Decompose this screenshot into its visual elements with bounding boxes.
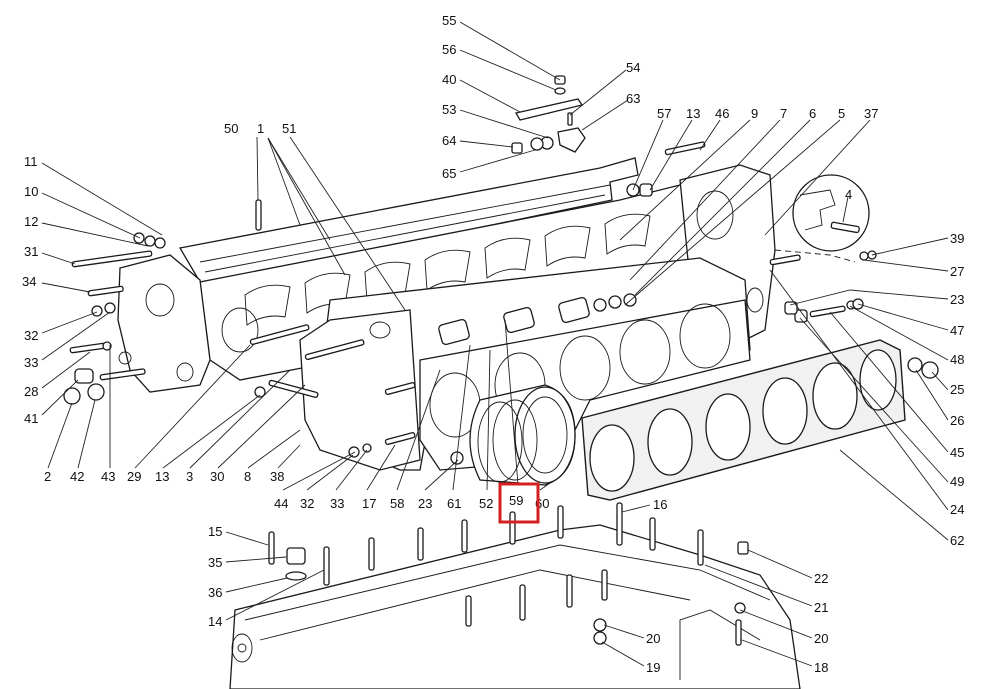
callout-6[interactable]: 6	[809, 106, 816, 121]
callout-54[interactable]: 54	[626, 60, 640, 75]
callout-57[interactable]: 57	[657, 106, 671, 121]
callout-1[interactable]: 1	[257, 121, 264, 136]
cylinder-liner	[469, 384, 576, 486]
callout-42[interactable]: 42	[70, 469, 84, 484]
callout-19[interactable]: 19	[646, 660, 660, 675]
callout-32-left[interactable]: 32	[24, 328, 38, 343]
sump-small-parts	[285, 541, 749, 645]
leader-lines	[41, 21, 949, 667]
callout-11[interactable]: 11	[24, 154, 38, 169]
callout-65[interactable]: 65	[442, 166, 456, 181]
callout-14[interactable]: 14	[208, 614, 222, 629]
callout-64[interactable]: 64	[442, 133, 456, 148]
callout-5[interactable]: 5	[838, 106, 845, 121]
callout-12[interactable]: 12	[24, 214, 38, 229]
callout-26[interactable]: 26	[950, 413, 964, 428]
callout-4[interactable]: 4	[845, 187, 852, 202]
callout-44[interactable]: 44	[274, 496, 288, 511]
callout-3[interactable]: 3	[186, 469, 193, 484]
head-gasket	[581, 339, 906, 501]
callout-59[interactable]: 59	[509, 493, 523, 508]
callout-35[interactable]: 35	[208, 555, 222, 570]
callout-34[interactable]: 34	[22, 274, 36, 289]
callout-31[interactable]: 31	[24, 244, 38, 259]
callout-17[interactable]: 17	[362, 496, 376, 511]
callout-47[interactable]: 47	[950, 323, 964, 338]
callout-37[interactable]: 37	[864, 106, 878, 121]
callout-20-left[interactable]: 20	[646, 631, 660, 646]
callout-49[interactable]: 49	[950, 474, 964, 489]
callout-41[interactable]: 41	[24, 411, 38, 426]
callout-45[interactable]: 45	[950, 445, 964, 460]
callout-40[interactable]: 40	[442, 72, 456, 87]
callout-32-bottom[interactable]: 32	[300, 496, 314, 511]
bracket-parts	[511, 75, 586, 154]
detail-inset-circle	[774, 174, 870, 263]
callout-13-bottom[interactable]: 13	[155, 469, 169, 484]
callout-48[interactable]: 48	[950, 352, 964, 367]
callout-18[interactable]: 18	[814, 660, 828, 675]
callout-7[interactable]: 7	[780, 106, 787, 121]
callout-63[interactable]: 63	[626, 91, 640, 106]
callout-22[interactable]: 22	[814, 571, 828, 586]
callout-9[interactable]: 9	[751, 106, 758, 121]
callout-50[interactable]: 50	[224, 121, 238, 136]
callout-39[interactable]: 39	[950, 231, 964, 246]
callout-13-top[interactable]: 13	[686, 106, 700, 121]
callout-23-right[interactable]: 23	[950, 292, 964, 307]
callout-8[interactable]: 8	[244, 469, 251, 484]
oil-pan	[229, 524, 801, 689]
callout-23-bottom[interactable]: 23	[418, 496, 432, 511]
callout-33-bottom[interactable]: 33	[330, 496, 344, 511]
horizontal-studs	[69, 141, 846, 446]
callout-30[interactable]: 30	[210, 469, 224, 484]
callout-15[interactable]: 15	[208, 524, 222, 539]
callout-29[interactable]: 29	[127, 469, 141, 484]
callout-36[interactable]: 36	[208, 585, 222, 600]
callout-24[interactable]: 24	[950, 502, 964, 517]
callout-10[interactable]: 10	[24, 184, 38, 199]
callout-28[interactable]: 28	[24, 384, 38, 399]
callout-21[interactable]: 21	[814, 600, 828, 615]
highlight-box-59	[498, 482, 540, 524]
callout-55[interactable]: 55	[442, 13, 456, 28]
callout-52[interactable]: 52	[479, 496, 493, 511]
callout-labels: 55 56 40 54 63 53 64 65 57 13 46 9 7 6 5…	[22, 13, 964, 675]
callout-16[interactable]: 16	[653, 497, 667, 512]
callout-33-left[interactable]: 33	[24, 355, 38, 370]
callout-27[interactable]: 27	[950, 264, 964, 279]
callout-46[interactable]: 46	[715, 106, 729, 121]
callout-62[interactable]: 62	[950, 533, 964, 548]
callout-20-right[interactable]: 20	[814, 631, 828, 646]
callout-53[interactable]: 53	[442, 102, 456, 117]
callout-2[interactable]: 2	[44, 469, 51, 484]
callout-61[interactable]: 61	[447, 496, 461, 511]
callout-25[interactable]: 25	[950, 382, 964, 397]
callout-56[interactable]: 56	[442, 42, 456, 57]
callout-38[interactable]: 38	[270, 469, 284, 484]
sump-studs	[268, 502, 742, 646]
callout-51[interactable]: 51	[282, 121, 296, 136]
callout-58[interactable]: 58	[390, 496, 404, 511]
callout-43[interactable]: 43	[101, 469, 115, 484]
